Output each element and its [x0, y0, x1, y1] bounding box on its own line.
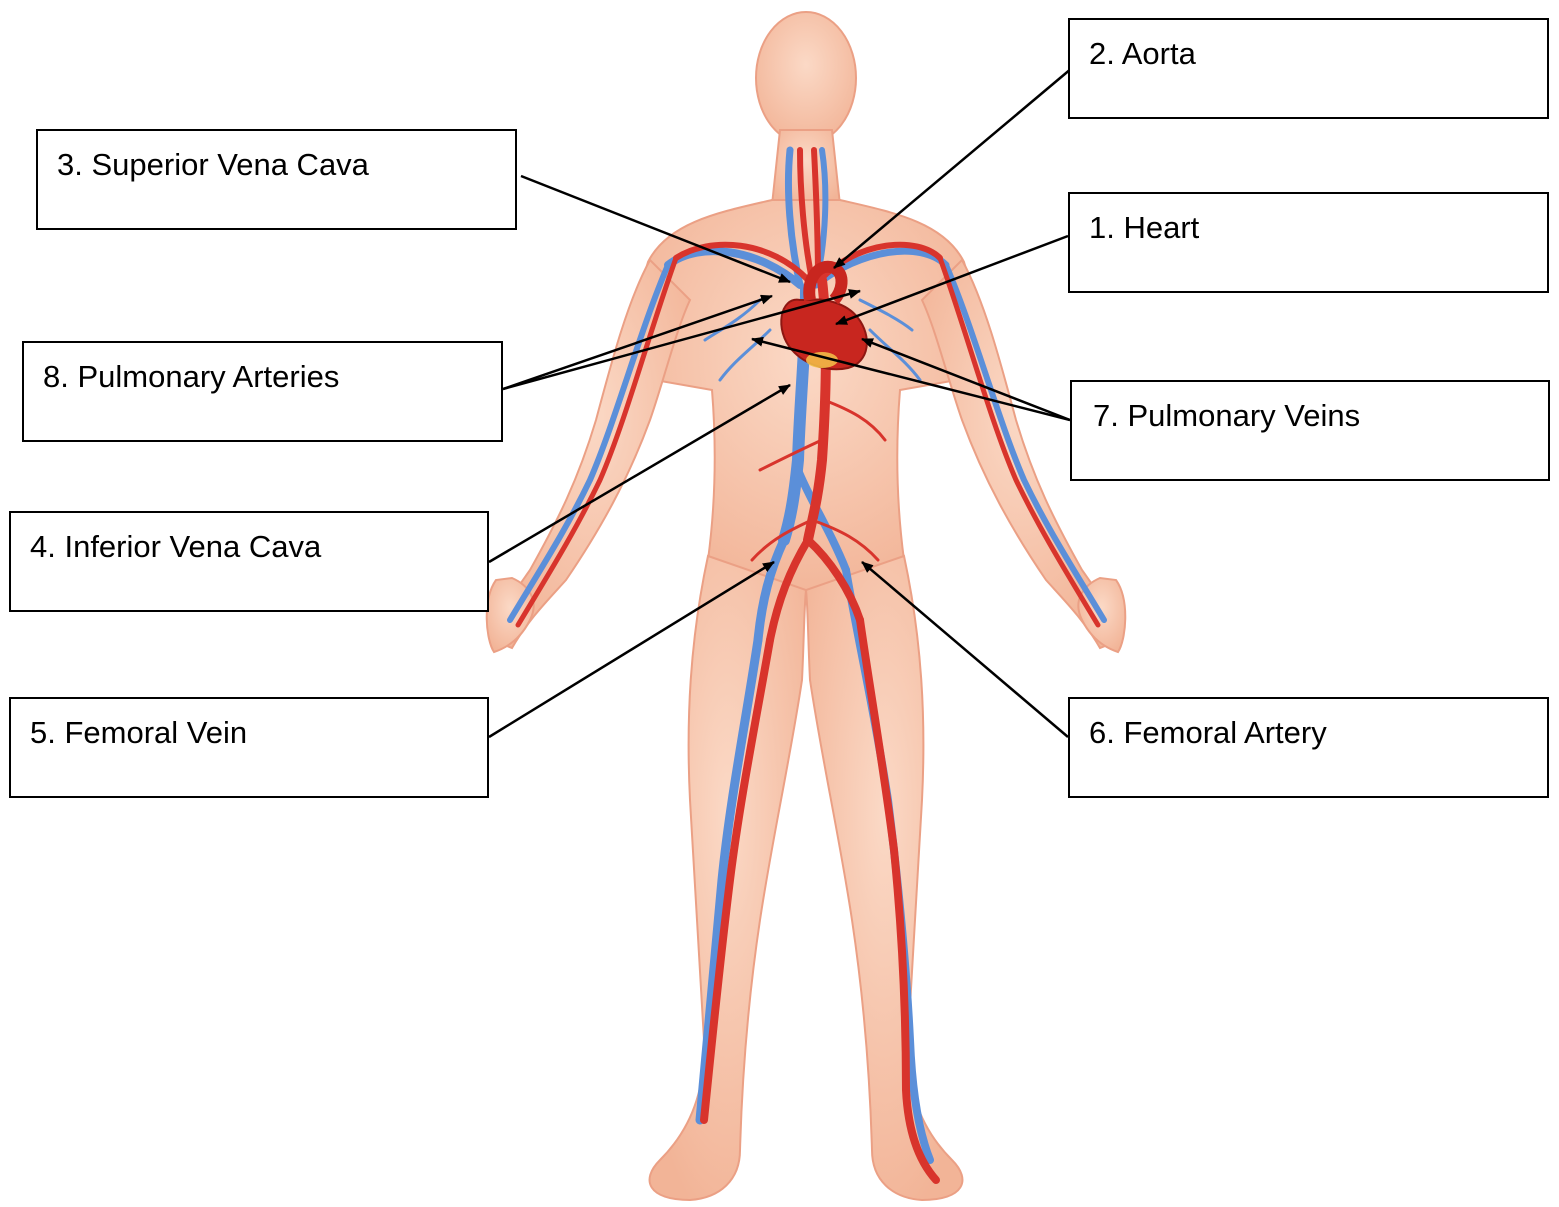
- label-aorta: 2. Aorta: [1089, 36, 1196, 72]
- right-leg: [806, 556, 962, 1200]
- neck: [772, 130, 840, 205]
- label-pulmonary-veins: 7. Pulmonary Veins: [1093, 398, 1360, 434]
- label-superior-vena-cava: 3. Superior Vena Cava: [57, 147, 369, 183]
- head: [756, 12, 856, 144]
- label-box-superior-vena-cava: 3. Superior Vena Cava: [36, 129, 517, 230]
- label-pulmonary-arteries: 8. Pulmonary Arteries: [43, 359, 339, 395]
- label-box-femoral-artery: 6. Femoral Artery: [1068, 697, 1549, 798]
- body-silhouette: [487, 12, 1126, 1200]
- label-box-inferior-vena-cava: 4. Inferior Vena Cava: [9, 511, 489, 612]
- label-heart: 1. Heart: [1089, 210, 1199, 246]
- label-femoral-artery: 6. Femoral Artery: [1089, 715, 1327, 751]
- label-box-pulmonary-veins: 7. Pulmonary Veins: [1070, 380, 1550, 481]
- label-box-heart: 1. Heart: [1068, 192, 1549, 293]
- label-box-femoral-vein: 5. Femoral Vein: [9, 697, 489, 798]
- label-box-pulmonary-arteries: 8. Pulmonary Arteries: [22, 341, 503, 442]
- leader-aorta: [834, 68, 1072, 268]
- label-femoral-vein: 5. Femoral Vein: [30, 715, 247, 751]
- label-box-aorta: 2. Aorta: [1068, 18, 1549, 119]
- label-inferior-vena-cava: 4. Inferior Vena Cava: [30, 529, 321, 565]
